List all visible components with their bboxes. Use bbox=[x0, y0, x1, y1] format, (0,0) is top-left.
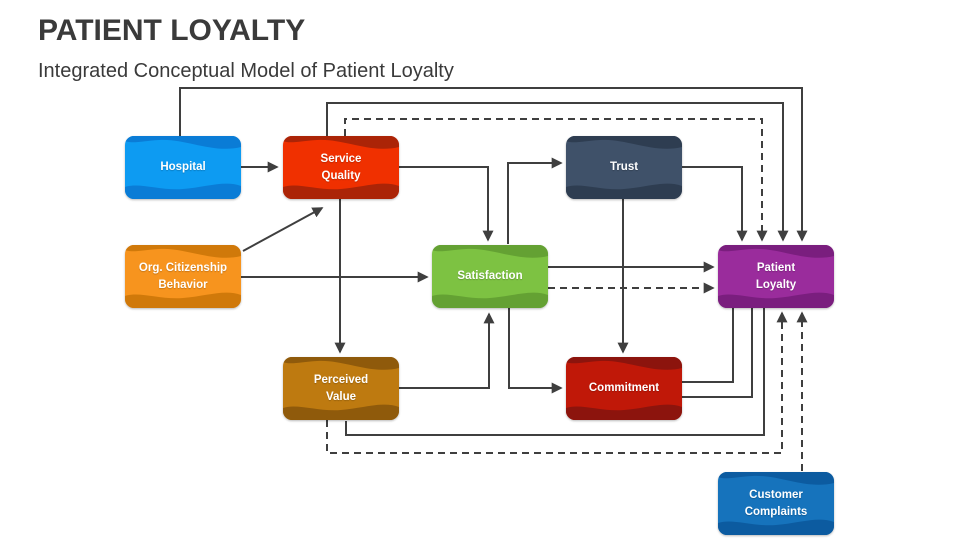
edge-perceived_value-satisfaction bbox=[397, 312, 495, 389]
edge-service_quality-patient_loyalty-dashed bbox=[344, 118, 768, 242]
wave-decoration-icon bbox=[718, 245, 834, 308]
node-patient-loyalty: Patient Loyalty bbox=[718, 245, 834, 308]
page-subtitle: Integrated Conceptual Model of Patient L… bbox=[38, 60, 454, 82]
node-trust: Trust bbox=[566, 136, 682, 199]
edge-perceived_value-patient_loyalty-dashed bbox=[326, 311, 788, 454]
edge-ocb-service_quality bbox=[242, 207, 324, 252]
wave-decoration-icon bbox=[566, 357, 682, 420]
wave-decoration-icon bbox=[283, 136, 399, 199]
wave-decoration-icon bbox=[125, 136, 241, 199]
node-satisfaction: Satisfaction bbox=[432, 245, 548, 308]
edge-trust-patient_loyalty bbox=[680, 166, 748, 242]
node-perceived-value: Perceived Value bbox=[283, 357, 399, 420]
node-label: Satisfaction bbox=[457, 270, 523, 283]
edge-patient_loyalty-commitment-lower bbox=[681, 308, 753, 398]
node-org-citizenship-behavior: Org. Citizenship Behavior bbox=[125, 245, 241, 308]
node-hospital: Hospital bbox=[125, 136, 241, 199]
edge-satisfaction-commitment bbox=[508, 308, 563, 394]
wave-decoration-icon bbox=[566, 136, 682, 199]
wave-decoration-icon bbox=[718, 472, 834, 535]
wave-decoration-icon bbox=[432, 245, 548, 308]
wave-decoration-icon bbox=[283, 357, 399, 420]
node-label: Commitment bbox=[588, 382, 660, 395]
wave-decoration-icon bbox=[125, 245, 241, 308]
edge-patient_loyalty-commitment-upper bbox=[681, 308, 734, 383]
node-label: Hospital bbox=[160, 161, 206, 174]
node-label: Org. Citizenship Behavior bbox=[138, 262, 228, 291]
edge-service_quality-satisfaction bbox=[397, 166, 494, 242]
node-service-quality: Service Quality bbox=[283, 136, 399, 199]
edge-service_quality-patient_loyalty bbox=[326, 102, 789, 242]
page-title: PATIENT LOYALTY bbox=[38, 14, 306, 47]
edge-hospital-patient_loyalty bbox=[179, 87, 808, 242]
node-label: Trust bbox=[609, 161, 639, 174]
node-label: Perceived Value bbox=[313, 374, 369, 403]
edge-satisfaction-trust bbox=[507, 157, 563, 244]
node-label: Patient Loyalty bbox=[755, 262, 797, 291]
node-label: Service Quality bbox=[320, 153, 362, 182]
node-label: Customer Complaints bbox=[744, 489, 808, 518]
node-customer-complaints: Customer Complaints bbox=[718, 472, 834, 535]
node-commitment: Commitment bbox=[566, 357, 682, 420]
edge-patient_loyalty-perceived_value bbox=[345, 308, 765, 436]
